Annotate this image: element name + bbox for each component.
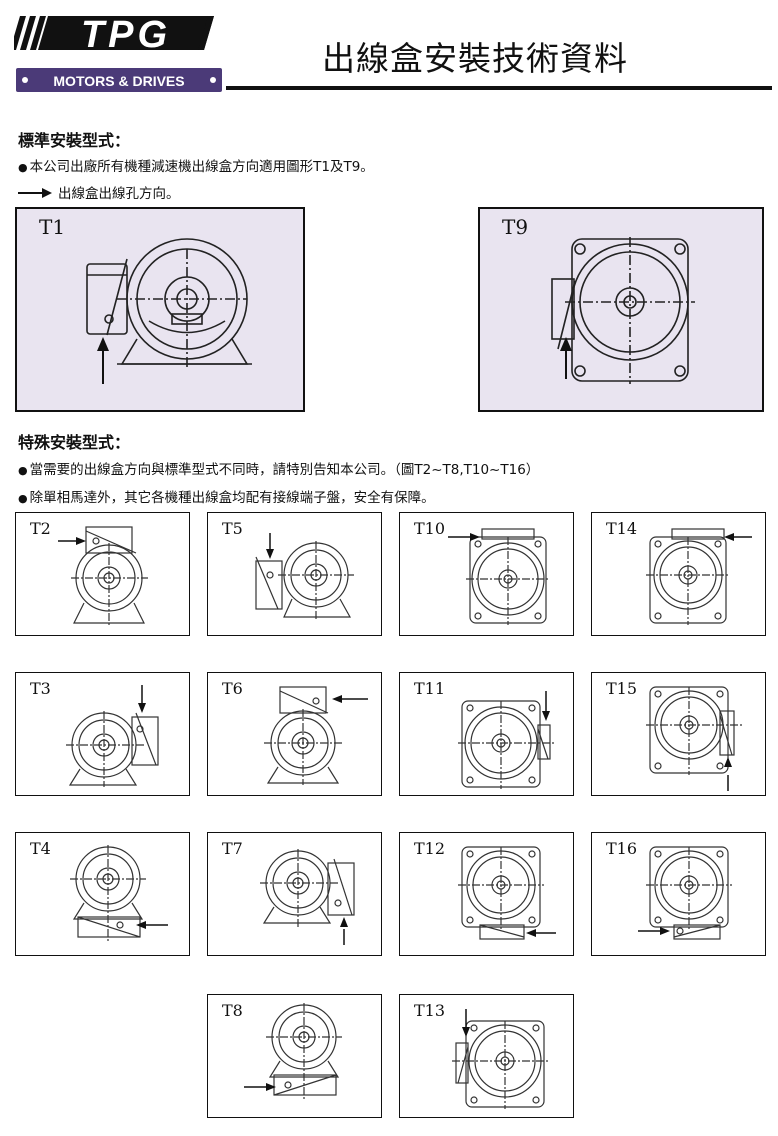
- figure-t14: T14: [591, 512, 766, 636]
- figure-t16: T16: [591, 832, 766, 956]
- title-rule: [226, 86, 772, 90]
- motor-drawing: [255, 533, 354, 621]
- figure-label: T11: [414, 679, 446, 698]
- figure-label: T4: [30, 839, 51, 858]
- figure-t13: T13: [399, 994, 574, 1118]
- motor-drawing: [86, 238, 252, 384]
- gearbox-drawing: [458, 691, 554, 789]
- standard-line-2: 出線盒出線孔方向。: [18, 182, 180, 202]
- special-line-2: ●除單相馬達外，其它各機種出線盒均配有接線端子盤，安全有保障。: [18, 486, 435, 506]
- bullet-icon: ●: [18, 492, 28, 505]
- figure-label: T9: [502, 215, 529, 239]
- bullet-icon: ●: [18, 464, 28, 477]
- gearbox-drawing: [551, 237, 695, 384]
- logo-letters: TPG: [81, 14, 171, 56]
- figure-label: T13: [414, 1001, 446, 1020]
- special-line-1: ●當需要的出線盒方向與標準型式不同時，請特別告知本公司。（圖T2~T8,T10~…: [18, 458, 539, 478]
- motor-drawing: [66, 685, 159, 787]
- special-text-2: 除單相馬達外，其它各機種出線盒均配有接線端子盤，安全有保障。: [29, 490, 435, 506]
- special-heading: 特殊安裝型式：: [18, 433, 131, 452]
- figure-label: T1: [39, 215, 66, 239]
- figure-t2: T2: [15, 512, 190, 636]
- figure-label: T7: [222, 839, 243, 858]
- figure-label: T16: [606, 839, 638, 858]
- figure-label: T8: [222, 1001, 243, 1020]
- figure-t9: T9: [478, 207, 764, 412]
- motor-drawing: [244, 1003, 342, 1099]
- figure-t1: T1: [15, 207, 305, 412]
- arrow-right-icon: [18, 186, 52, 202]
- figure-label: T15: [606, 679, 638, 698]
- figure-label: T12: [414, 839, 446, 858]
- special-text-1: 當需要的出線盒方向與標準型式不同時，請特別告知本公司。（圖T2~T8,T10~T…: [29, 462, 540, 478]
- gearbox-drawing: [646, 528, 752, 625]
- figure-t7: T7: [207, 832, 382, 956]
- figure-t8: T8: [207, 994, 382, 1118]
- gearbox-drawing: [638, 846, 732, 940]
- figure-label: T6: [222, 679, 243, 698]
- gearbox-drawing: [452, 1009, 550, 1109]
- figure-label: T14: [606, 519, 638, 538]
- figure-t11: T11: [399, 672, 574, 796]
- figure-label: T2: [30, 519, 51, 538]
- figure-t5: T5: [207, 512, 382, 636]
- motor-drawing: [264, 686, 368, 785]
- page-title: 出線盒安裝技術資料: [322, 39, 628, 78]
- bullet-icon: ●: [18, 161, 28, 174]
- motor-drawing: [70, 845, 168, 941]
- standard-heading: 標準安裝型式：: [18, 131, 131, 150]
- gearbox-drawing: [448, 528, 550, 625]
- figure-label: T5: [222, 519, 243, 538]
- logo-tagline: MOTORS & DRIVES: [53, 73, 184, 89]
- figure-t15: T15: [591, 672, 766, 796]
- motor-drawing: [58, 526, 148, 625]
- figure-label: T3: [30, 679, 51, 698]
- tpg-logo: TPG MOTORS & DRIVES: [10, 8, 224, 92]
- figure-label: T10: [414, 519, 446, 538]
- figure-t3: T3: [15, 672, 190, 796]
- figure-t6: T6: [207, 672, 382, 796]
- standard-text-2: 出線盒出線孔方向。: [58, 186, 180, 202]
- motor-drawing: [260, 849, 355, 945]
- standard-text-1: 本公司出廠所有機種減速機出線盒方向適用圖形T1及T9。: [29, 159, 374, 175]
- gearbox-drawing: [646, 686, 742, 791]
- figure-t10: T10: [399, 512, 574, 636]
- gearbox-drawing: [458, 846, 556, 940]
- figure-t4: T4: [15, 832, 190, 956]
- standard-line-1: ●本公司出廠所有機種減速機出線盒方向適用圖形T1及T9。: [18, 155, 374, 175]
- figure-t12: T12: [399, 832, 574, 956]
